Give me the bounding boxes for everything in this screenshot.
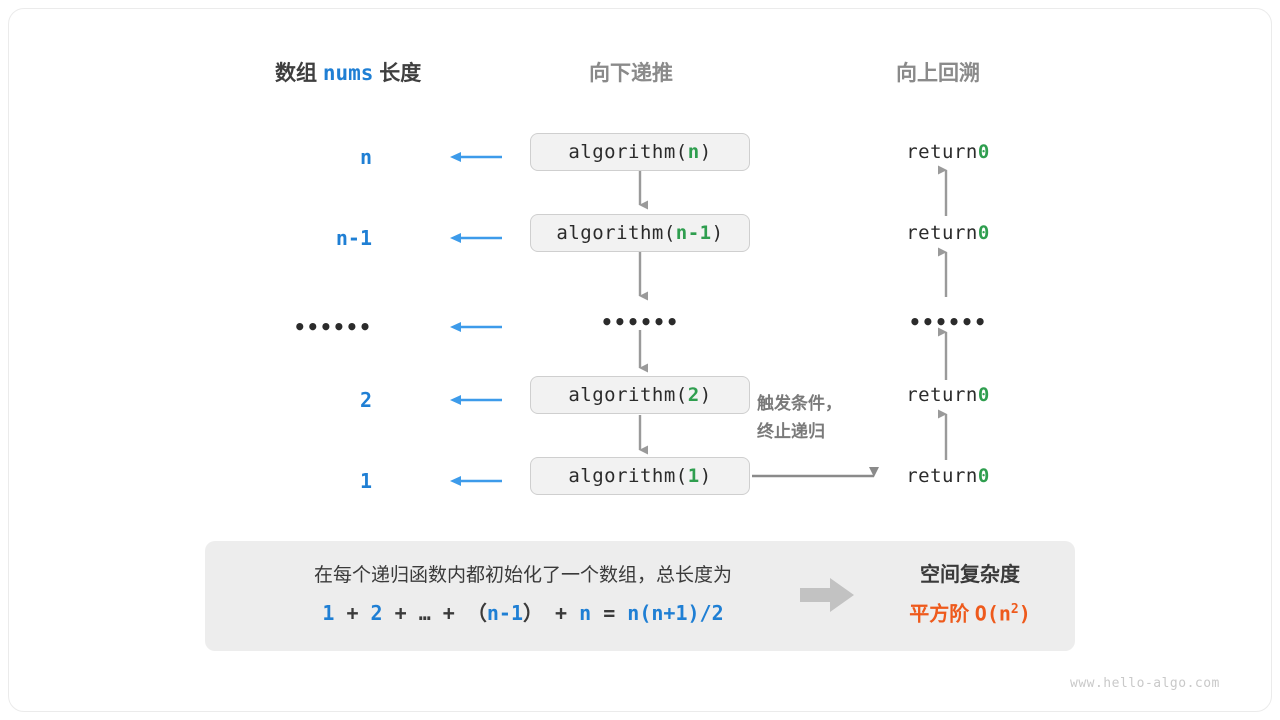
column-header-array-length: 数组 nums 长度: [275, 57, 421, 87]
complexity-exponent: 2: [1010, 602, 1019, 617]
complexity-title: 空间复杂度: [920, 564, 1020, 586]
return-value: 0: [977, 141, 990, 163]
call-suffix: ): [711, 222, 724, 244]
formula-term-4: n: [579, 601, 592, 625]
return-ellipsis: ••••••: [908, 310, 988, 334]
call-prefix: algorithm(: [568, 384, 688, 406]
termination-note: 触发条件， 终止递归: [757, 390, 877, 446]
call-ellipsis: ••••••: [600, 310, 680, 334]
array-length-ellipsis: ••••••: [293, 315, 372, 339]
arrow-left-icon: [450, 233, 502, 243]
return-keyword: return: [906, 141, 978, 163]
call-argument: n-1: [675, 222, 712, 244]
recursion-row: 2 algorithm(2) return 0: [0, 376, 1280, 424]
call-suffix: ): [699, 465, 712, 487]
call-box[interactable]: algorithm(1): [530, 457, 750, 495]
summary-formula: 1 + 2 + … + （n-1） + n = n(n+1)/2: [233, 594, 813, 632]
recursion-row: 1 algorithm(1) return 0: [0, 457, 1280, 505]
arrow-left-icon: [450, 152, 502, 162]
return-label: return 0: [868, 376, 1028, 414]
arrow-left-icon: [450, 395, 502, 405]
array-length-label: n: [359, 145, 372, 169]
column-header-recurse-down: 向下递推: [589, 62, 673, 85]
call-prefix: algorithm(: [568, 141, 688, 163]
array-length-label: 2: [359, 388, 372, 412]
complexity-bigo: O(n: [974, 601, 1011, 626]
complexity-summary: 空间复杂度 平方阶 O(n2): [860, 558, 1080, 633]
formula-term-3: n-1: [486, 601, 523, 625]
formula-op-1: +: [334, 601, 371, 625]
block-arrow-right-icon: [800, 578, 854, 612]
termination-note-line2: 终止递归: [757, 422, 825, 441]
call-prefix: algorithm(: [568, 465, 688, 487]
formula-op-4: =: [591, 601, 628, 625]
recursion-row: n-1 algorithm(n-1) return 0: [0, 214, 1280, 262]
arrow-left-icon: [450, 322, 502, 332]
header-left-prefix: 数组: [275, 62, 323, 85]
call-argument: 1: [687, 465, 700, 487]
summary-panel: 在每个递归函数内都初始化了一个数组，总长度为 1 + 2 + … + （n-1）…: [205, 541, 1075, 651]
array-length-label: n-1: [335, 226, 372, 250]
formula-op-3: ） +: [523, 601, 580, 625]
complexity-order-label: 平方阶: [909, 603, 975, 626]
return-label: return 0: [868, 214, 1028, 252]
return-keyword: return: [906, 222, 978, 244]
call-prefix: algorithm(: [556, 222, 676, 244]
call-box[interactable]: algorithm(n): [530, 133, 750, 171]
recursion-row-ellipsis: •••••• •••••• ••••••: [0, 303, 1280, 351]
arrow-left-icon: [450, 476, 502, 486]
formula-result: n(n+1)/2: [627, 601, 724, 625]
return-value: 0: [977, 222, 990, 244]
formula-term-2: 2: [370, 601, 383, 625]
call-box[interactable]: algorithm(n-1): [530, 214, 750, 252]
formula-op-2: + … + （: [382, 601, 487, 625]
complexity-bigo-close: ): [1018, 601, 1031, 626]
return-value: 0: [977, 465, 990, 487]
header-left-mono: nums: [322, 61, 374, 85]
call-argument: 2: [687, 384, 700, 406]
return-keyword: return: [906, 465, 978, 487]
recursion-row: n algorithm(n) return 0: [0, 133, 1280, 181]
call-suffix: ): [699, 141, 712, 163]
summary-text: 在每个递归函数内都初始化了一个数组，总长度为 1 + 2 + … + （n-1）…: [233, 558, 813, 632]
summary-description: 在每个递归函数内都初始化了一个数组，总长度为: [313, 565, 732, 586]
call-box[interactable]: algorithm(2): [530, 376, 750, 414]
return-keyword: return: [906, 384, 978, 406]
header-left-suffix: 长度: [373, 62, 422, 85]
return-value: 0: [977, 384, 990, 406]
call-argument: n: [687, 141, 700, 163]
return-label: return 0: [868, 133, 1028, 171]
column-header-backtrack-up: 向上回溯: [896, 62, 980, 85]
formula-term-1: 1: [322, 601, 335, 625]
call-suffix: ): [699, 384, 712, 406]
complexity-value: 平方阶 O(n2): [860, 592, 1080, 633]
termination-note-line1: 触发条件，: [757, 394, 842, 413]
watermark: www.hello-algo.com: [1070, 676, 1220, 691]
return-label: return 0: [868, 457, 1028, 495]
array-length-label: 1: [359, 469, 372, 493]
